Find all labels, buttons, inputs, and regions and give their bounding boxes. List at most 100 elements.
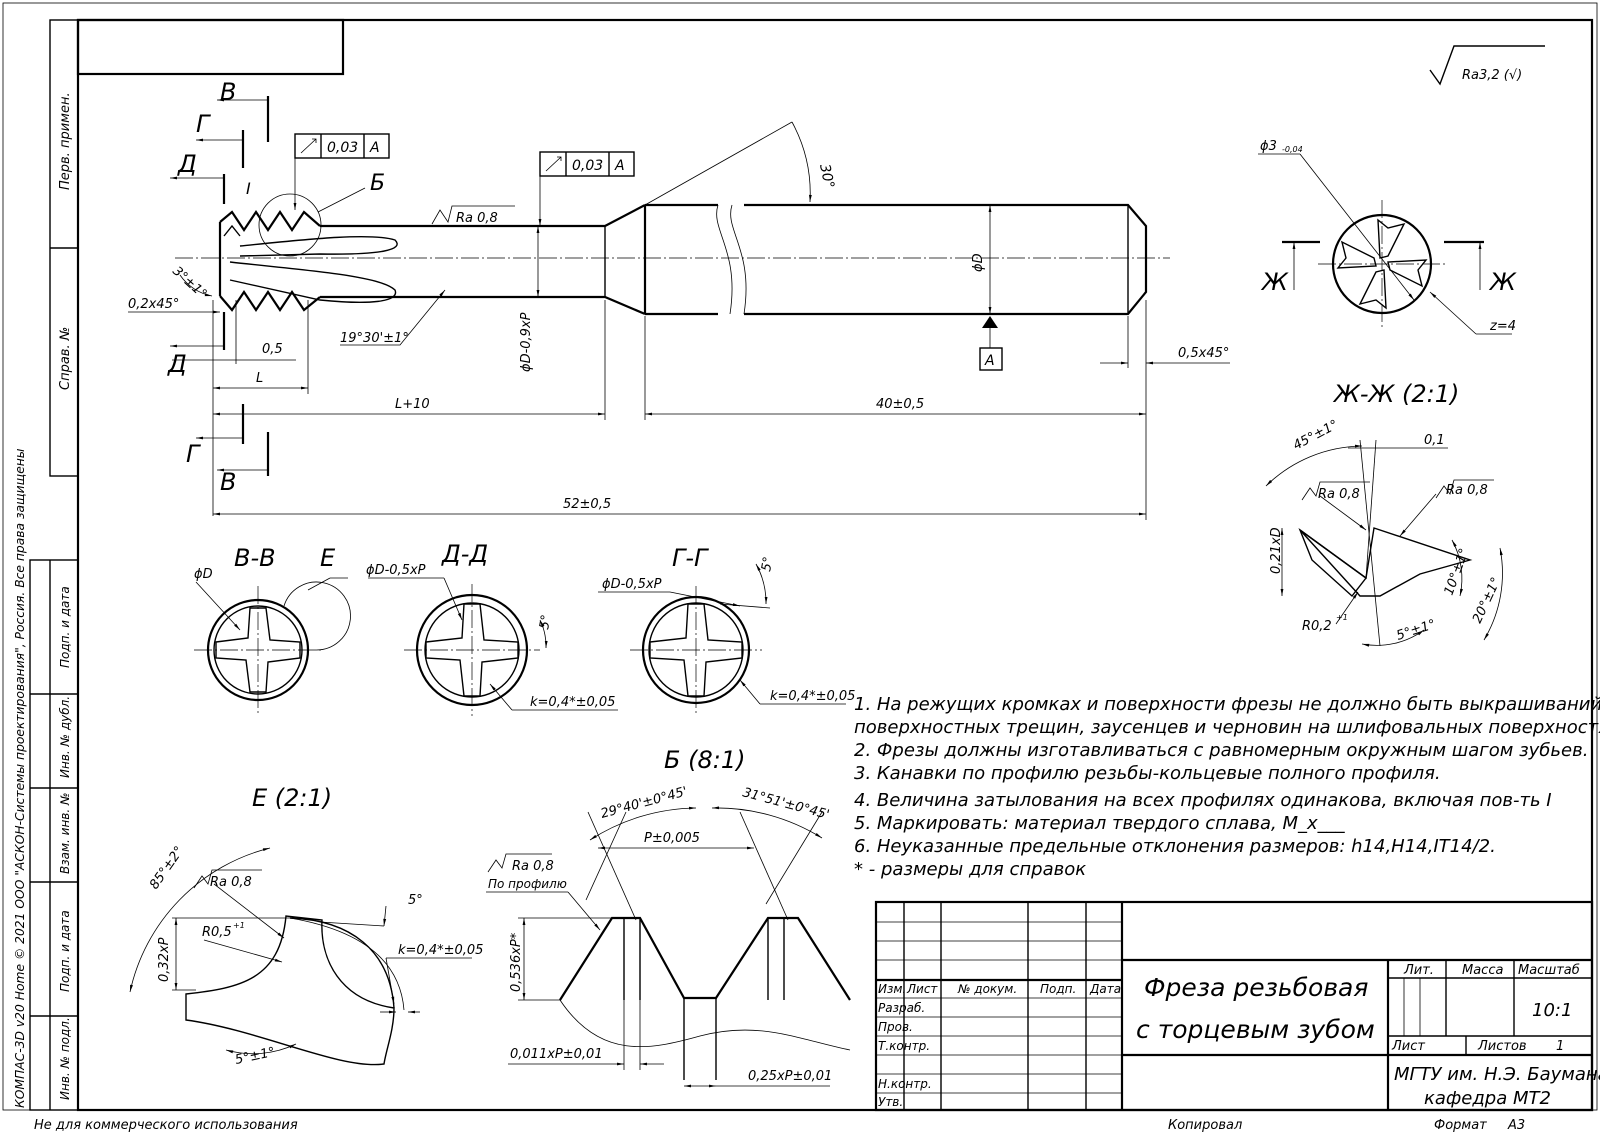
copyright-text: КОМПАС-3D v20 Home © 2021 ООО "АСКОН-Сис… bbox=[13, 448, 27, 1108]
svg-text:ϕD-0,5xP: ϕD-0,5xP bbox=[366, 563, 426, 578]
label-i: I bbox=[246, 179, 251, 198]
svg-text:ϕD: ϕD bbox=[971, 253, 986, 272]
svg-text:Лит.: Лит. bbox=[1403, 963, 1434, 978]
svg-text:5°: 5° bbox=[759, 556, 776, 573]
svg-text:Масса: Масса bbox=[1462, 963, 1503, 978]
svg-text:Н.контр.: Н.контр. bbox=[878, 1077, 932, 1091]
svg-text:№ докум.: № докум. bbox=[957, 982, 1017, 996]
stamp-inv-podl: Инв. № подл. bbox=[58, 1017, 72, 1100]
svg-text:0,011xP±0,01: 0,011xP±0,01 bbox=[510, 1047, 603, 1062]
svg-text:L: L bbox=[256, 371, 263, 386]
svg-text:Пров.: Пров. bbox=[878, 1020, 913, 1034]
note-1b: поверхностных трещин, заусенцев и чернов… bbox=[854, 717, 1600, 738]
label-d-top: Д bbox=[177, 150, 197, 178]
svg-text:5°±1°: 5°±1° bbox=[1395, 617, 1438, 644]
svg-text:0,03: 0,03 bbox=[572, 158, 603, 174]
svg-text:0,5x45°: 0,5x45° bbox=[1178, 346, 1229, 361]
svg-text:Изм.: Изм. bbox=[878, 982, 906, 996]
svg-text:ϕD-0,5xP: ϕD-0,5xP bbox=[602, 577, 662, 592]
section-vv: В-В Е ϕD bbox=[194, 544, 351, 714]
svg-text:P±0,005: P±0,005 bbox=[644, 831, 700, 846]
end-view: Ж Ж ϕ3 -0,04 z=4 bbox=[1258, 139, 1517, 335]
top-left-box bbox=[76, 18, 345, 76]
svg-text:A: A bbox=[614, 158, 625, 174]
title-name-2: с торцевым зубом bbox=[1136, 1015, 1375, 1044]
label-g-bottom: Г bbox=[186, 440, 201, 468]
svg-text:Утв.: Утв. bbox=[878, 1095, 903, 1109]
svg-text:Подп.: Подп. bbox=[1040, 982, 1076, 996]
tolerance-frame-1: 0,03 A bbox=[293, 133, 390, 210]
label-e: Е bbox=[320, 544, 336, 572]
title-block: Изм. Лист № докум. Подп. Дата Разраб. Пр… bbox=[874, 900, 1600, 1112]
svg-text:ϕD: ϕD bbox=[194, 567, 213, 582]
svg-text:Ra 0,8: Ra 0,8 bbox=[1446, 483, 1488, 498]
note-7: * - размеры для справок bbox=[854, 859, 1086, 880]
svg-text:5°±1°: 5°±1° bbox=[234, 1045, 277, 1068]
svg-text:Формат: Формат bbox=[1434, 1118, 1487, 1133]
label-d-bottom: Д bbox=[167, 350, 187, 378]
label-g-top: Г bbox=[196, 110, 211, 138]
svg-text:0,32xP: 0,32xP bbox=[157, 937, 172, 982]
svg-text:Не для коммерческого использов: Не для коммерческого использования bbox=[34, 1118, 298, 1133]
svg-text:Т.контр.: Т.контр. bbox=[878, 1039, 930, 1053]
tolerance-frame-2: 0,03 A bbox=[538, 151, 635, 226]
svg-text:Масштаб: Масштаб bbox=[1518, 963, 1580, 978]
svg-text:Ra 0,8: Ra 0,8 bbox=[512, 859, 554, 874]
side-stamp: Перв. примен. Справ. № Подп. и дата Инв.… bbox=[13, 19, 79, 1111]
svg-text:Копировал: Копировал bbox=[1168, 1118, 1242, 1133]
svg-text:+1: +1 bbox=[1336, 613, 1348, 622]
svg-text:А3: А3 bbox=[1507, 1118, 1525, 1133]
svg-text:0,03: 0,03 bbox=[327, 140, 358, 156]
svg-text:A: A bbox=[369, 140, 380, 156]
stamp-podp-data-2: Подп. и дата bbox=[58, 910, 72, 992]
svg-text:52±0,5: 52±0,5 bbox=[563, 497, 611, 512]
svg-text:Ra 0,8: Ra 0,8 bbox=[456, 211, 498, 226]
svg-text:R0,5: R0,5 bbox=[202, 925, 232, 940]
svg-text:0,536xP*: 0,536xP* bbox=[509, 932, 524, 992]
svg-text:0,25xP±0,01: 0,25xP±0,01 bbox=[748, 1069, 832, 1084]
note-1a: 1. На режущих кромках и поверхности фрез… bbox=[854, 694, 1600, 715]
svg-text:k=0,4*±0,05: k=0,4*±0,05 bbox=[770, 689, 855, 704]
svg-text:k=0,4*±0,05: k=0,4*±0,05 bbox=[398, 943, 483, 958]
section-vv-title: В-В bbox=[234, 544, 276, 572]
svg-text:Дата: Дата bbox=[1089, 982, 1121, 996]
footer: Не для коммерческого использования Копир… bbox=[34, 1118, 1525, 1133]
svg-text:Ra 0,8: Ra 0,8 bbox=[1318, 487, 1360, 502]
svg-text:Лист: Лист bbox=[906, 982, 938, 996]
svg-text:A: A bbox=[984, 353, 995, 369]
svg-text:ϕ3: ϕ3 bbox=[1260, 139, 1277, 154]
svg-text:ϕD-0,9xP: ϕD-0,9xP bbox=[519, 312, 534, 372]
svg-text:-0,04: -0,04 bbox=[1282, 145, 1303, 154]
org-1: МГТУ им. Н.Э. Баумана bbox=[1394, 1064, 1600, 1085]
svg-text:R0,2: R0,2 bbox=[1302, 619, 1332, 634]
svg-text:31°51'±0°45': 31°51'±0°45' bbox=[741, 785, 831, 823]
section-zh-title: Ж-Ж (2:1) bbox=[1332, 380, 1459, 408]
stamp-sprav-no: Справ. № bbox=[58, 327, 73, 390]
svg-text:Разраб.: Разраб. bbox=[878, 1001, 925, 1015]
label-v-bottom: В bbox=[220, 468, 236, 496]
svg-text:0,21xD: 0,21xD bbox=[1269, 527, 1284, 574]
section-dd: Д-Д ϕD-0,5xP 5° k=0,4*±0,05 bbox=[366, 540, 618, 716]
svg-text:По профилю: По профилю bbox=[488, 877, 567, 891]
svg-text:10°±1°: 10°±1° bbox=[1442, 546, 1473, 597]
svg-text:85°±2°: 85°±2° bbox=[147, 844, 187, 893]
svg-text:30°: 30° bbox=[816, 163, 837, 191]
view-e: Е (2:1) 85°±2° Ra 0,8 R0,5 +1 0,32xP 5° … bbox=[129, 784, 483, 1068]
label-zh-right: Ж bbox=[1488, 268, 1517, 296]
section-dd-title: Д-Д bbox=[441, 540, 488, 568]
note-2: 2. Фрезы должны изготавливаться с равном… bbox=[854, 740, 1588, 761]
label-v-top: В bbox=[220, 78, 236, 106]
stamp-podp-data-1: Подп. и дата bbox=[58, 586, 72, 668]
roughness-sign: Ra3,2 (√) bbox=[1429, 45, 1545, 86]
stamp-inv-dubl: Инв. № дубл. bbox=[58, 696, 72, 778]
label-b: Б bbox=[370, 171, 385, 196]
view-e-title: Е (2:1) bbox=[252, 784, 332, 812]
note-6: 6. Неуказанные предельные отклонения раз… bbox=[854, 836, 1496, 857]
svg-text:Ra 0,8: Ra 0,8 bbox=[210, 875, 252, 890]
scale-value: 10:1 bbox=[1532, 1000, 1572, 1021]
svg-text:5°: 5° bbox=[537, 614, 554, 631]
svg-text:1: 1 bbox=[1556, 1039, 1564, 1054]
org-2: кафедра МТ2 bbox=[1424, 1088, 1551, 1109]
svg-text:20°±1°: 20°±1° bbox=[1470, 575, 1504, 625]
